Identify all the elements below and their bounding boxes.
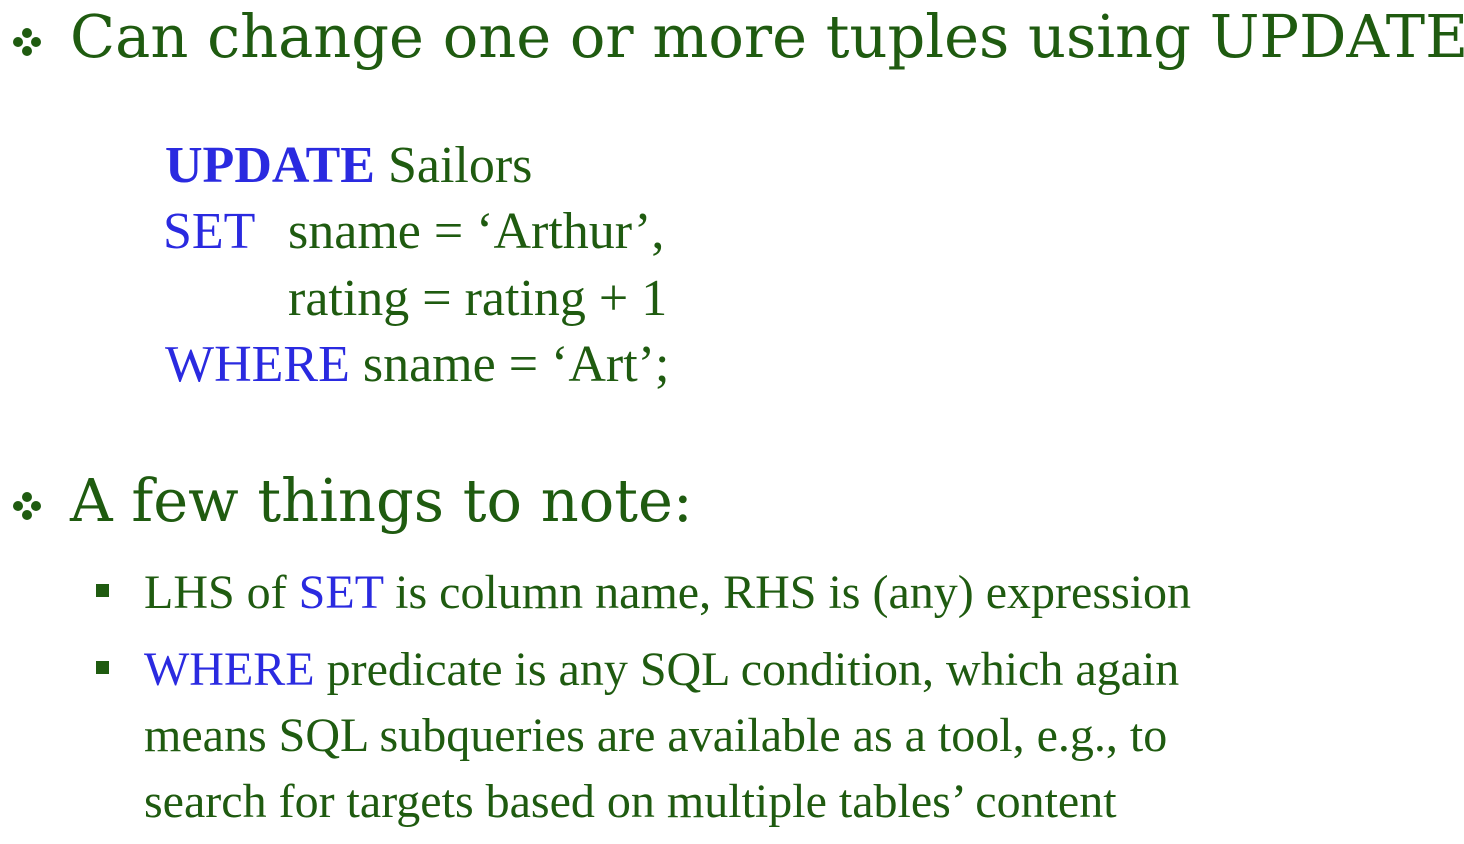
note-suffix: is column name, RHS is (any) expression	[383, 566, 1192, 619]
diamond-bullet-icon	[12, 27, 42, 57]
note-keyword: SET	[298, 566, 384, 619]
sql-text: rating = rating + 1	[288, 270, 668, 327]
sql-keyword: UPDATE	[165, 137, 375, 194]
code-line-where: WHERE sname = ‘Art’;	[165, 339, 669, 391]
bullet-text: Can change one or more tuples using UPDA…	[70, 2, 1464, 71]
note-line: WHERE predicate is any SQL condition, wh…	[144, 637, 1179, 703]
note-keyword: WHERE	[144, 643, 315, 696]
note-text: WHERE predicate is any SQL condition, wh…	[144, 637, 1179, 835]
bullet-can-change: Can change one or more tuples using UPDA…	[12, 2, 1464, 71]
note-line: search for targets based on multiple tab…	[144, 775, 1117, 828]
note-line: means SQL subqueries are available as a …	[144, 709, 1168, 762]
code-line-rating: rating = rating + 1	[288, 273, 667, 325]
sql-text: sname = ‘Arthur’,	[288, 203, 665, 260]
bullet-few-things: A few things to note:	[12, 466, 693, 535]
diamond-bullet-icon	[12, 491, 42, 521]
note-text: LHS of SET is column name, RHS is (any) …	[144, 560, 1191, 626]
sql-keyword: WHERE	[165, 336, 350, 393]
sql-text: sname = ‘Art’;	[349, 336, 670, 393]
sql-keyword: SET	[163, 203, 256, 260]
code-line-set: SET sname = ‘Arthur’,	[163, 203, 664, 260]
note-prefix: LHS of	[144, 566, 299, 619]
code-line-update: UPDATE Sailors	[165, 140, 532, 192]
square-bullet-icon	[96, 661, 109, 674]
note-suffix: predicate is any SQL condition, which ag…	[314, 643, 1180, 696]
bullet-text: A few things to note:	[70, 466, 693, 535]
square-bullet-icon	[96, 584, 109, 597]
sql-text: Sailors	[374, 137, 533, 194]
